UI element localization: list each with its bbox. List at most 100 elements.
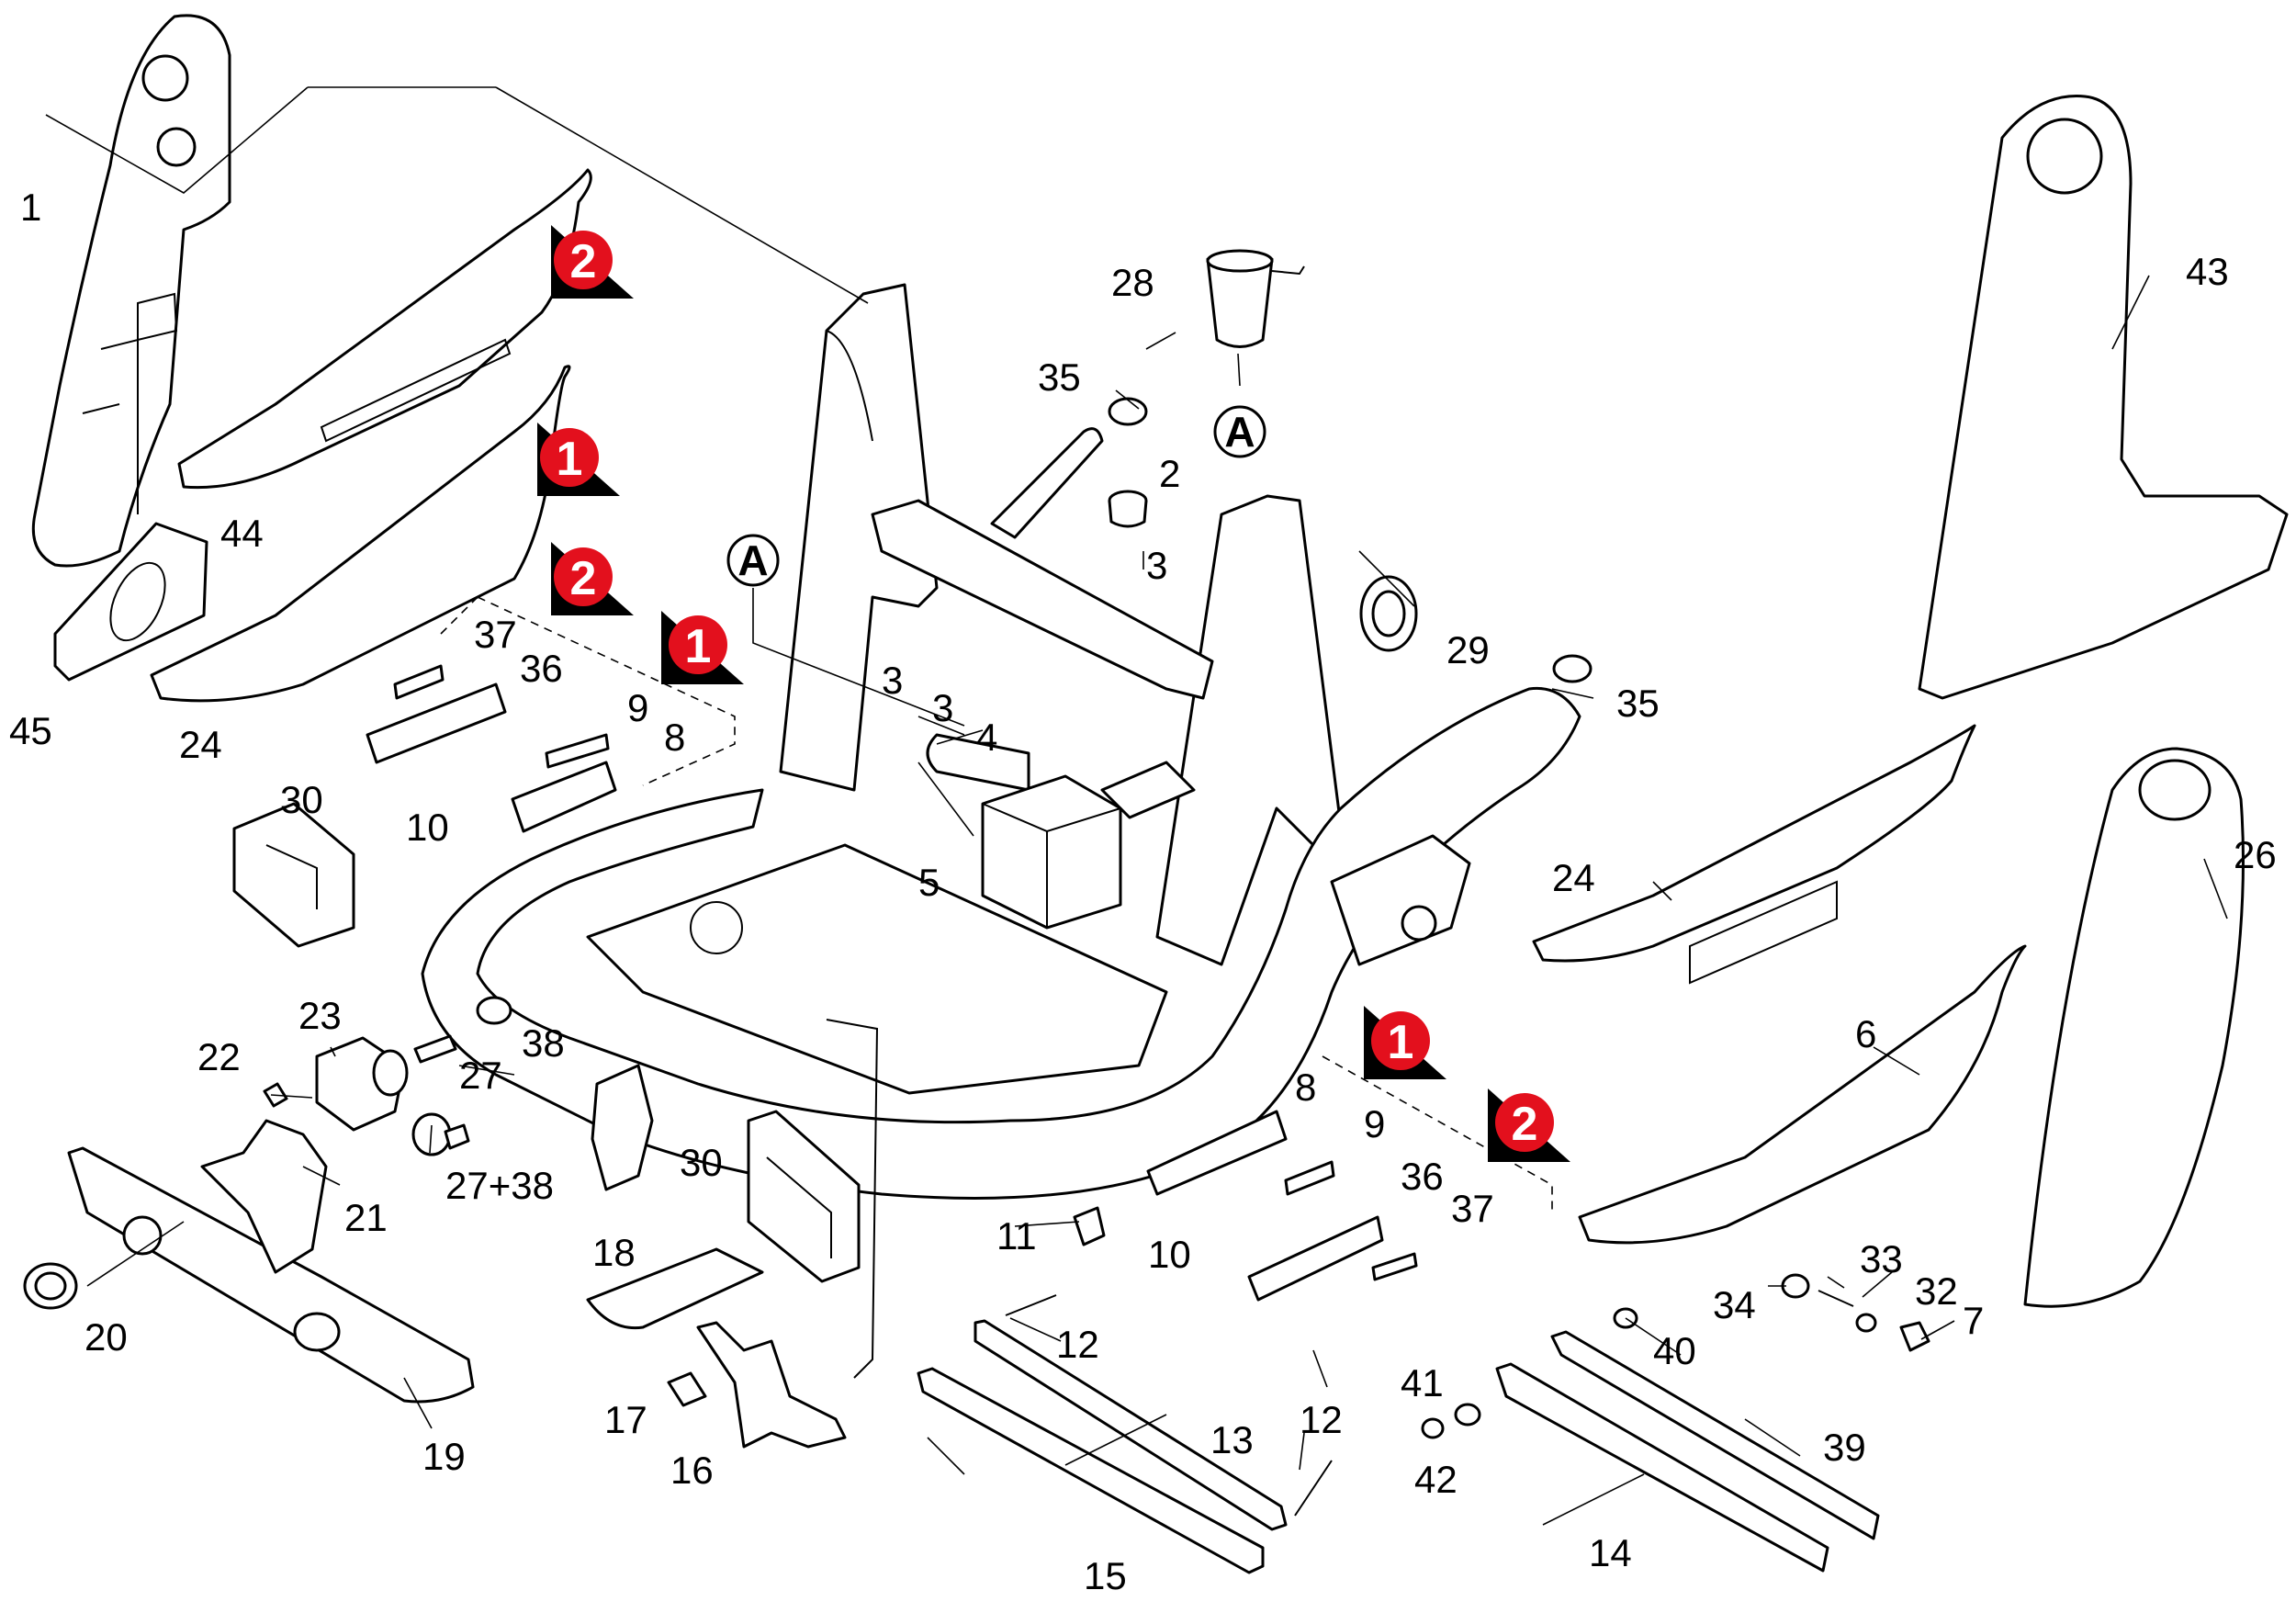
variant-marker-1-right: 1 (1364, 1006, 1446, 1079)
label-40: 40 (1653, 1329, 1696, 1372)
label-37-lower: 37 (1451, 1187, 1494, 1230)
label-3a: 3 (882, 659, 903, 702)
label-3b: 3 (932, 686, 953, 729)
spring-12b (1294, 1460, 1333, 1517)
nut-42 (1421, 1417, 1445, 1439)
label-35-top: 35 (1038, 355, 1081, 399)
label-2: 2 (1159, 452, 1180, 495)
label-11: 11 (996, 1214, 1037, 1257)
label-27-38: 27+38 (445, 1164, 554, 1207)
label-37-upper: 37 (474, 613, 517, 656)
clip-11 (1073, 1206, 1106, 1246)
svg-text:1: 1 (685, 620, 712, 673)
battery-5 (981, 774, 1122, 930)
label-6: 6 (1855, 1012, 1876, 1055)
label-8-upper: 8 (664, 716, 685, 759)
washer-34 (1781, 1273, 1810, 1299)
label-22: 22 (197, 1035, 241, 1078)
svg-text:2: 2 (570, 235, 597, 288)
ring-20 (23, 1262, 78, 1310)
label-18: 18 (592, 1231, 636, 1274)
panel-45 (53, 522, 208, 682)
label-7: 7 (1963, 1299, 1984, 1342)
svg-text:A: A (1224, 408, 1255, 456)
label-39: 39 (1823, 1426, 1866, 1469)
variant-marker-2-top: 2 (551, 225, 634, 299)
label-12-upper: 12 (1056, 1323, 1099, 1366)
ring-29 (1359, 575, 1418, 652)
washer-41 (1454, 1403, 1481, 1427)
label-43: 43 (2186, 250, 2229, 293)
bracket-30-c (591, 1064, 654, 1191)
svg-text:2: 2 (1512, 1098, 1538, 1151)
label-35-right: 35 (1616, 682, 1660, 725)
label-24-left: 24 (179, 723, 222, 766)
label-17: 17 (604, 1398, 647, 1441)
part-labels: 1 44 45 24 37 36 9 8 10 30 3 3 4 5 28 35… (9, 186, 2277, 1597)
leader-lines (45, 86, 2228, 1526)
side-panel-1 (31, 14, 231, 568)
connector-a-left: A (726, 534, 780, 587)
knob-2 (1108, 490, 1148, 528)
label-8-lower: 8 (1295, 1066, 1316, 1109)
pin-7 (1899, 1321, 1930, 1352)
svg-text:1: 1 (557, 433, 583, 486)
washer-32 (1855, 1313, 1877, 1333)
grommet-38 (476, 996, 512, 1025)
bracket-21 (200, 1119, 328, 1274)
assembly-lower-right (1146, 1055, 1553, 1302)
label-45: 45 (9, 709, 52, 752)
label-10-upper: 10 (406, 806, 449, 849)
label-20: 20 (84, 1315, 128, 1359)
label-9-upper: 9 (627, 686, 648, 729)
strip-39 (1550, 1330, 1880, 1540)
connector-a-top: A (1213, 405, 1266, 458)
svg-text:1: 1 (1388, 1016, 1414, 1069)
label-19: 19 (422, 1435, 466, 1478)
strip-13 (974, 1319, 1288, 1531)
bumper-19 (67, 1146, 475, 1404)
label-33: 33 (1860, 1237, 1903, 1280)
panel-24-right (1532, 724, 1976, 985)
bulb-27-38 (411, 1112, 470, 1156)
label-26: 26 (2234, 833, 2277, 876)
assembly-upper-left (366, 596, 736, 833)
variant-marker-2-mid: 2 (551, 542, 634, 615)
label-3c: 3 (1146, 544, 1167, 587)
panel-6 (1578, 944, 2027, 1245)
label-28: 28 (1111, 261, 1154, 304)
spring-12a (1005, 1294, 1057, 1316)
fill-cap-28 (1206, 249, 1305, 348)
variant-marker-1-center: 1 (661, 611, 744, 684)
label-10-lower: 10 (1148, 1233, 1191, 1276)
plate-18 (586, 1247, 764, 1330)
label-38: 38 (522, 1021, 565, 1065)
label-1: 1 (20, 186, 41, 229)
label-30-center: 30 (680, 1141, 723, 1184)
guide-30-left (232, 802, 355, 948)
label-34: 34 (1713, 1283, 1756, 1326)
label-42: 42 (1414, 1458, 1458, 1501)
side-panel-43 (1918, 95, 2289, 700)
cap-35b (1552, 654, 1593, 683)
svg-text:A: A (737, 536, 768, 584)
label-41: 41 (1401, 1361, 1444, 1404)
label-9-lower: 9 (1364, 1102, 1385, 1145)
label-15: 15 (1084, 1554, 1127, 1597)
label-36-upper: 36 (520, 647, 563, 690)
label-44: 44 (220, 512, 264, 555)
pedal-16 (696, 1321, 847, 1449)
variant-marker-2-right: 2 (1488, 1088, 1570, 1162)
label-16: 16 (670, 1449, 714, 1492)
lamp-23 (315, 1036, 409, 1132)
main-frame (421, 283, 1581, 1379)
strip-15 (917, 1367, 1265, 1574)
variant-marker-1-upper: 1 (537, 423, 620, 496)
panel-44 (177, 168, 592, 490)
label-13: 13 (1210, 1418, 1254, 1461)
label-14: 14 (1589, 1531, 1632, 1574)
label-12-lower: 12 (1300, 1398, 1343, 1441)
label-36-lower: 36 (1401, 1155, 1444, 1198)
spring-17 (667, 1371, 707, 1407)
